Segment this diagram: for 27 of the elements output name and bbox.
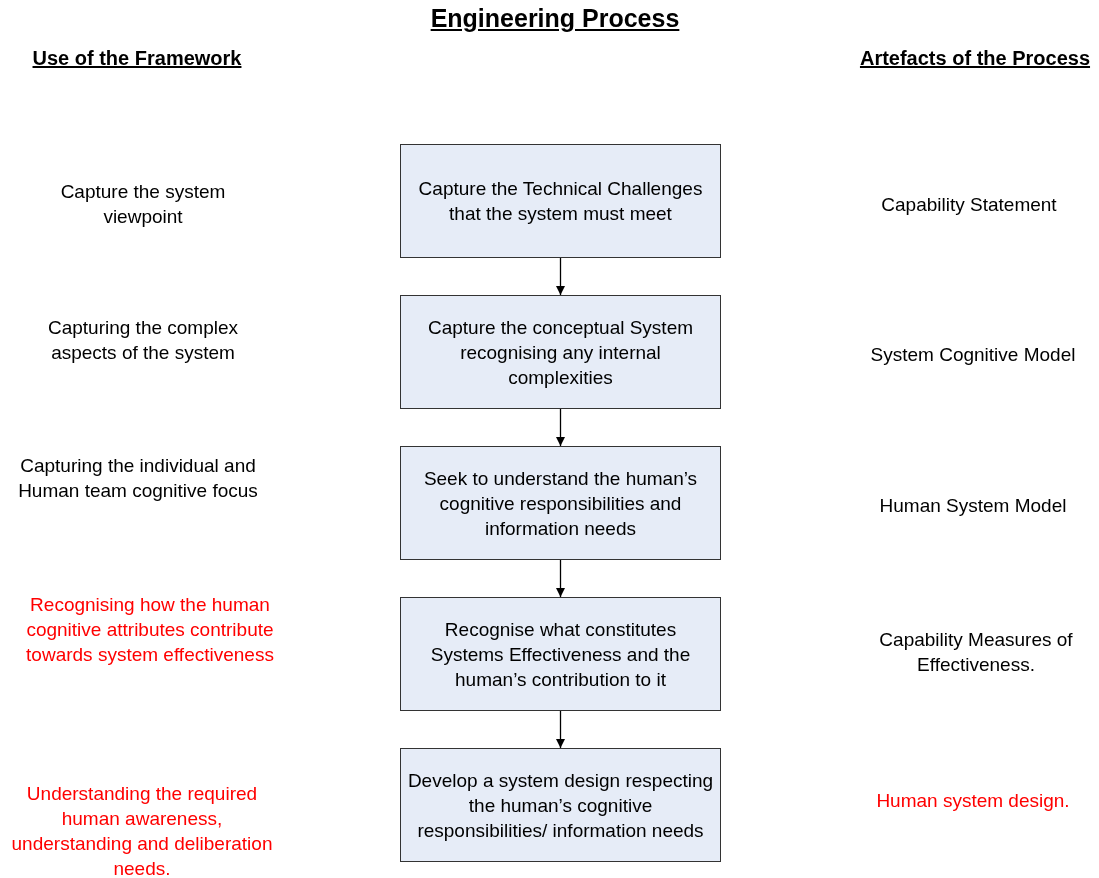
column-heading: Artefacts of the Process	[858, 46, 1092, 71]
description-text: Understanding the required human awareness, understanding and deliberation needs.	[10, 782, 274, 878]
description-text: Capability Statement	[880, 193, 1058, 217]
box-text: Seek to understand the human’s cognitive responsibilities and information needs	[422, 466, 699, 541]
description-text: Capability Measures of Effectiveness.	[878, 628, 1074, 677]
arrow	[556, 559, 565, 598]
diagram-title: Engineering Process	[429, 6, 681, 31]
process-box	[400, 295, 721, 409]
arrow	[556, 710, 565, 749]
process-box	[400, 446, 721, 560]
column-heading: Use of the Framework	[31, 46, 243, 71]
process-box	[400, 748, 721, 862]
description-text: Capture the system viewpoint	[59, 180, 227, 229]
box-text: Capture the conceptual System recognising any internal complexities	[426, 315, 695, 390]
arrow	[556, 408, 565, 447]
description-text: Human system design.	[875, 789, 1071, 813]
box-text: Recognise what constitutes Systems Effectiveness and the human’s contribution to it	[429, 617, 692, 692]
description-text: System Cognitive Model	[869, 343, 1077, 367]
description-text: Human System Model	[878, 494, 1068, 518]
process-box	[400, 597, 721, 711]
box-text: Capture the Technical Challenges that the system must meet	[417, 177, 704, 226]
arrow	[556, 257, 565, 296]
description-text: Recognising how the human cognitive attributes contribute towards system effectiveness	[25, 593, 275, 667]
description-text: Capturing the complex aspects of the system	[46, 316, 240, 365]
process-box	[400, 144, 721, 258]
box-text: Develop a system design respecting the human’s cognitive responsibilities/ information needs	[407, 768, 714, 843]
description-text: Capturing the individual and Human team cognitive focus	[17, 454, 259, 503]
